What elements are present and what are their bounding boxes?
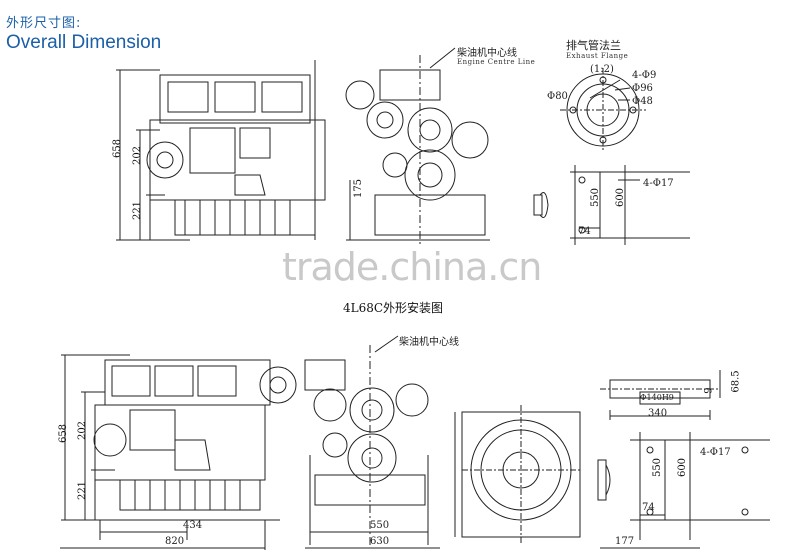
bottom-mount-74: 74 xyxy=(642,502,655,513)
bottom-side-dim-height: 658 xyxy=(58,423,70,444)
flange-holes: 4-Φ9 xyxy=(632,70,657,81)
flange-d1: Φ80 xyxy=(547,91,568,102)
flange-title-en: Exhaust Flange xyxy=(566,52,629,60)
bottom-side-width2: 820 xyxy=(165,536,185,547)
flange-d3: Φ48 xyxy=(632,96,653,107)
bottom-mount-600: 600 xyxy=(677,457,689,478)
top-mount-600: 600 xyxy=(615,187,627,208)
bottom-centre-line-cn: 柴油机中心线 xyxy=(399,337,459,348)
flange-d2: Φ96 xyxy=(632,83,653,94)
bottom-mount-177: 177 xyxy=(615,536,635,547)
bottom-mount-550: 550 xyxy=(652,457,664,478)
top-side-dim-height: 658 xyxy=(112,138,124,159)
flange-scale: (1:2) xyxy=(590,64,614,75)
bottom-front-width2: 630 xyxy=(370,536,390,547)
flange-title-cn: 排气管法兰 xyxy=(566,39,621,52)
header-title-en: Overall Dimension xyxy=(6,32,162,53)
top-side-dim-mid: 202 xyxy=(132,145,144,166)
bottom-mount-holes: 4-Φ17 xyxy=(700,447,731,458)
flange-thickness: 9 xyxy=(703,387,715,394)
top-mount-550: 550 xyxy=(590,187,602,208)
bottom-front-width1: 550 xyxy=(370,520,390,531)
model-title: 4L68C外形安装图 xyxy=(343,301,444,315)
flange-width: 340 xyxy=(648,408,668,419)
top-side-dim-low: 221 xyxy=(132,200,144,221)
flange-offset: 68.5 xyxy=(730,370,742,393)
bottom-side-dim-mid: 202 xyxy=(77,420,89,441)
top-centre-line-cn: 柴油机中心线 xyxy=(457,48,517,59)
top-front-dim-height: 175 xyxy=(353,178,365,199)
watermark: trade.china.cn xyxy=(282,245,542,289)
flange-bore: Φ140H9 xyxy=(640,393,674,402)
top-centre-line-en: Engine Centre Line xyxy=(457,58,536,66)
header-title-cn: 外形尺寸图: xyxy=(6,16,82,31)
bottom-side-dim-low: 221 xyxy=(77,480,89,501)
top-mount-holes: 4-Φ17 xyxy=(643,178,674,189)
top-mount-74: 74 xyxy=(578,226,591,237)
bottom-side-width1: 434 xyxy=(183,520,203,531)
